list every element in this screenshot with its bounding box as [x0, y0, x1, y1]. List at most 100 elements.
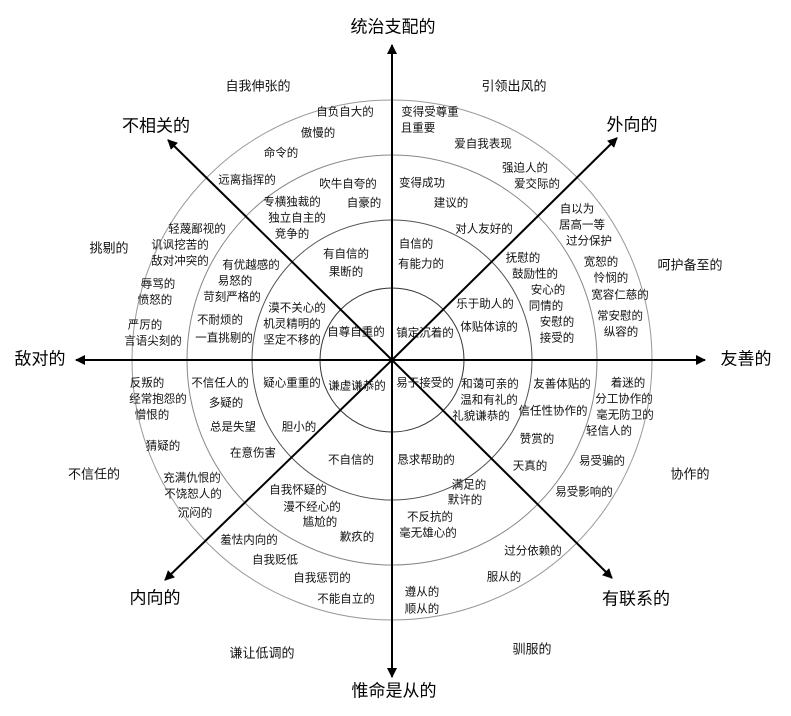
ring2-label: 在意伤害: [230, 445, 276, 460]
center-label: 镇定沉着的: [396, 325, 454, 340]
ring3-label: 轻蔑鄙视的: [168, 221, 226, 236]
ring3-label: 过分保护: [566, 233, 612, 248]
ring2-label: 不信任人的: [191, 375, 249, 390]
ring3-label: 严厉的: [127, 317, 163, 332]
ring2-label: 赞赏的: [519, 431, 555, 446]
ring3-label: 敌对冲突的: [151, 253, 209, 268]
outer-label: 引领出风的: [481, 79, 547, 95]
ring2-label: 默许的: [447, 492, 483, 507]
ring2-label: 信任性协作的: [518, 403, 588, 418]
ring3-label: 纵容的: [603, 324, 639, 339]
axis-label-top: 统治支配的: [350, 17, 436, 38]
ring3-label: 羞怯内向的: [220, 532, 278, 547]
ring3-label: 怜悯的: [593, 270, 629, 285]
ring2-label: 专横独裁的: [263, 194, 321, 209]
ring3-label: 命令的: [263, 145, 299, 160]
ring3-label: 经常抱怨的: [129, 391, 187, 406]
ring1-label: 有能力的: [398, 256, 444, 271]
ring3-label: 远离指挥的: [218, 172, 276, 187]
ring2-label: 变得成功: [399, 175, 445, 190]
ring2-label: 吹牛自夸的: [319, 176, 377, 191]
ring3-label: 居高一等: [559, 217, 605, 232]
ring3-label: 不能自立的: [317, 591, 375, 606]
ring1-label: 体贴体谅的: [460, 319, 518, 334]
ring2-label: 毫无雄心的: [399, 525, 457, 540]
ring2-label: 安慰的: [539, 314, 575, 329]
center-label: 自尊自重的: [327, 324, 385, 339]
ring2-label: 安心的: [530, 282, 566, 297]
ring2-label: 同情的: [528, 298, 564, 313]
axis-label-right: 友善的: [720, 349, 772, 370]
ring1-label: 果断的: [328, 264, 364, 279]
ring3-label: 自我惩罚的: [293, 570, 351, 585]
outer-label: 谦让低调的: [229, 646, 295, 662]
ring1-label: 礼貌谦恭的: [452, 408, 510, 423]
ring3-label: 毫无防卫的: [596, 407, 654, 422]
axis-label-upper-left: 不相关的: [122, 116, 190, 137]
ring3-label: 猜疑的: [145, 438, 181, 453]
ring3-label: 轻信人的: [586, 423, 632, 438]
axis-diagonal-upper-right: [391, 137, 618, 361]
outer-label: 不信任的: [67, 467, 121, 483]
ring3-label: 强迫人的: [502, 160, 548, 175]
ring3-label: 易受骗的: [579, 453, 625, 468]
ring3-label: 愤怒的: [137, 292, 173, 307]
ring2-label: 总是失望: [210, 419, 256, 434]
ring1-label: 恳求帮助的: [397, 452, 455, 467]
ring2-label: 接受的: [539, 330, 575, 345]
ring3-label: 讥讽挖苦的: [151, 237, 209, 252]
ring2-label: 尴尬的: [302, 514, 338, 529]
ring1-label: 不自信的: [328, 452, 374, 467]
ring3-label: 服从的: [486, 569, 522, 584]
ring2-label: 自豪的: [346, 195, 382, 210]
ring1-label: 坚定不移的: [263, 332, 321, 347]
ring2-label: 竞争的: [274, 226, 310, 241]
ring3-label: 遵从的: [404, 584, 440, 599]
ring3-label: 分工协作的: [595, 391, 653, 406]
outer-label: 驯服的: [512, 642, 552, 658]
ring2-label: 歉疚的: [339, 529, 375, 544]
ring1-label: 和蔼可亲的: [461, 376, 519, 391]
ring3-label: 反叛的: [129, 375, 165, 390]
ring3-label: 言语尖刻的: [124, 333, 182, 348]
ring3-label: 变得受尊重: [401, 104, 459, 119]
ring3-label: 宽恕的: [583, 254, 619, 269]
ring3-label: 常安慰的: [597, 308, 643, 323]
axis-diagonal-lower-left: [164, 359, 393, 581]
ring2-label: 天真的: [512, 458, 548, 473]
ring3-label: 沉闷的: [177, 505, 213, 520]
ring3-label: 自我贬低: [252, 552, 298, 567]
ring2-label: 建议的: [433, 195, 469, 210]
ring2-label: 鼓励性的: [512, 266, 558, 281]
axis-label-left: 敌对的: [14, 349, 66, 370]
ring3-label: 自以为: [559, 201, 595, 216]
ring3-label: 傲慢的: [300, 125, 336, 140]
outer-label: 自我伸张的: [225, 79, 291, 95]
axis-diagonal-lower-right: [391, 359, 613, 579]
ring2-label: 自我怀疑的: [269, 482, 327, 497]
outer-label: 挑剔的: [89, 241, 129, 257]
ring3-label: 爱交际的: [514, 176, 560, 191]
ring2-label: 苛刻严格的: [203, 289, 261, 304]
ring2-label: 有优越感的: [222, 257, 280, 272]
ring3-label: 憎恨的: [134, 407, 170, 422]
ring2-label: 满足的: [451, 477, 487, 492]
ring1-label: 漠不关心的: [268, 300, 326, 315]
center-label: 谦虚谦恭的: [328, 378, 386, 393]
axis-label-lower-left: 内向的: [129, 588, 181, 609]
ring3-label: 易受影响的: [555, 484, 613, 499]
ring2-label: 一直挑剔的: [195, 330, 253, 345]
ring1-label: 胆小的: [281, 419, 317, 434]
ring3-label: 着迷的: [610, 375, 646, 390]
outer-label: 协作的: [670, 467, 710, 483]
ring1-label: 温和有礼的: [460, 392, 518, 407]
ring2-label: 不反抗的: [407, 509, 453, 524]
ring3-label: 过分依赖的: [504, 543, 562, 558]
ring2-label: 不耐烦的: [197, 312, 243, 327]
axis-label-lower-right: 有联系的: [602, 589, 670, 610]
axis-label-upper-right: 外向的: [606, 115, 658, 136]
ring3-label: 辱骂的: [140, 276, 176, 291]
ring1-label: 自信的: [398, 236, 434, 251]
ring3-label: 宽容仁慈的: [591, 287, 649, 302]
center-label: 易于接受的: [396, 375, 454, 390]
